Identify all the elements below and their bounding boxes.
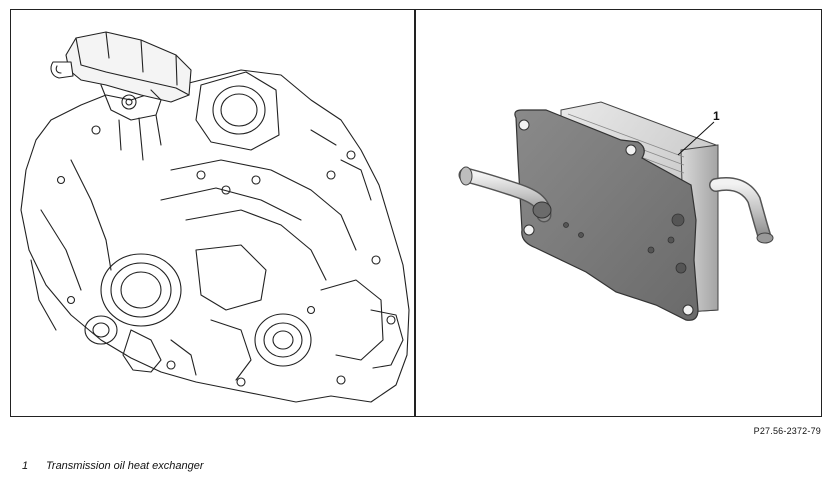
legend-item-number: 1 (22, 460, 29, 472)
legend-item-text: Transmission oil heat exchanger (46, 460, 204, 472)
transmission-housing-illustration (11, 10, 413, 416)
legend: 1 Transmission oil heat exchanger (22, 460, 204, 472)
heat-exchanger-illustration: 1 (416, 10, 821, 416)
figure-frame (10, 9, 822, 417)
panel-divider (414, 9, 416, 417)
figure-reference-code: P27.56-2372-79 (753, 426, 821, 436)
legend-item: 1 Transmission oil heat exchanger (22, 460, 204, 472)
callout-leader-line (677, 121, 715, 156)
callout-number: 1 (713, 109, 720, 123)
